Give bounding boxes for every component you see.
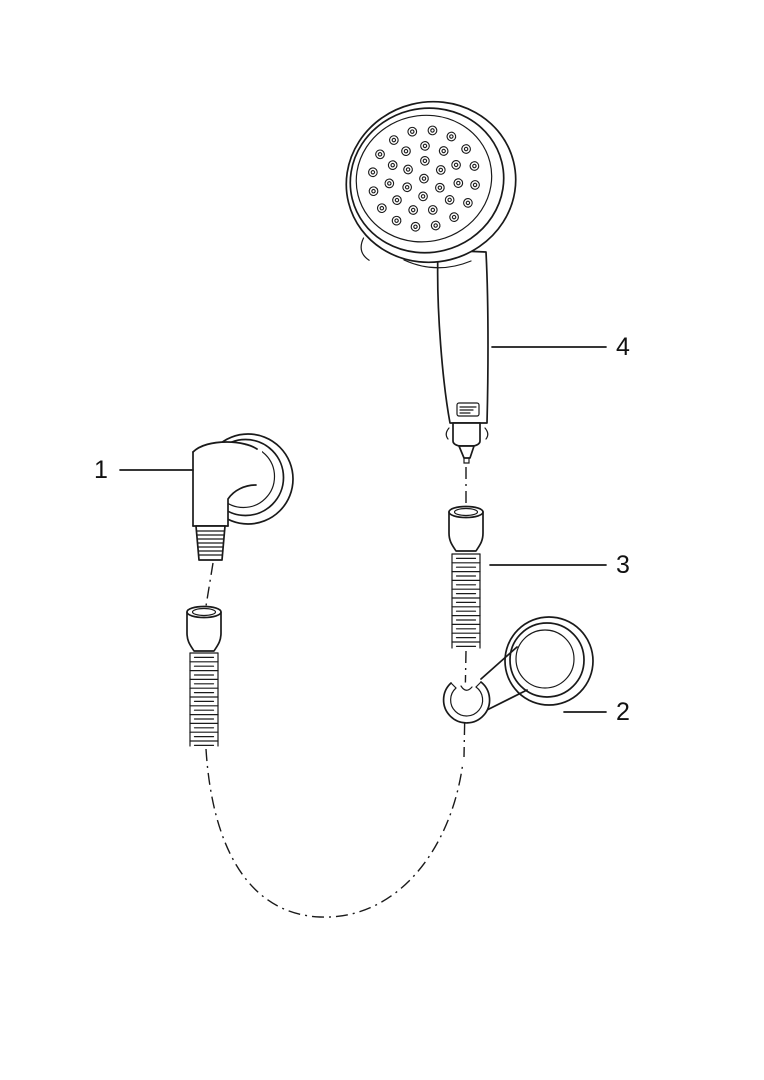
- part-hand-shower: [345, 100, 517, 464]
- hose-corrugation-right: [451, 553, 481, 649]
- assembly-centerlines: [205, 467, 467, 918]
- part-wall-bracket: [442, 616, 594, 724]
- bracket-cup-inner: [450, 686, 484, 717]
- bracket-cup-edge-right: [475, 681, 482, 688]
- callout-3: 3: [489, 551, 630, 579]
- hose-curve: [205, 748, 464, 918]
- bracket-flange-outer: [504, 616, 594, 706]
- bracket-flange-inner: [515, 629, 575, 689]
- nozzle-pattern: [368, 125, 480, 232]
- bracket-cone-top: [480, 646, 518, 680]
- elbow-body-fill: [193, 442, 262, 526]
- hose-corrugation-left: [189, 652, 219, 747]
- head-neck-curve: [403, 259, 472, 269]
- hose-nut-left-bore: [191, 607, 217, 617]
- part-wall-elbow: [192, 433, 294, 561]
- shower-handle: [436, 249, 489, 424]
- callout-1-label: 1: [94, 456, 108, 484]
- head-face-outer: [345, 100, 517, 264]
- handle-clip-left: [445, 427, 450, 440]
- callout-3-label: 3: [616, 551, 630, 579]
- shower-head: [345, 100, 517, 264]
- bracket-cup-edge-left: [450, 682, 457, 689]
- hose-nut-right: [448, 511, 484, 552]
- callout-4: 4: [491, 333, 630, 361]
- head-face-inner: [355, 114, 493, 243]
- elbow-body-inner-edge: [227, 484, 257, 527]
- bracket-cup-latch: [460, 685, 473, 691]
- head-side-button: [360, 237, 370, 261]
- handle-collar: [452, 422, 481, 447]
- handle-outlet-cone: [458, 445, 475, 459]
- callouts: 1 4 3 2: [94, 333, 630, 726]
- head-face-rim: [349, 107, 505, 254]
- handle-outlet-nub: [463, 457, 470, 464]
- handle-clip-right: [484, 427, 489, 440]
- part-hose-shower-end: [448, 505, 484, 649]
- callout-2-label: 2: [616, 698, 630, 726]
- elbow-body-top-edge: [192, 441, 258, 453]
- handle-logo-plate: [456, 402, 480, 417]
- part-hose-elbow-end: [186, 605, 222, 747]
- bracket-cup-outer: [442, 681, 491, 724]
- centerline-elbow-to-hose: [205, 562, 214, 607]
- hose-nut-right-bore: [453, 507, 479, 517]
- callout-4-label: 4: [616, 333, 630, 361]
- bracket-cone-bottom: [486, 689, 528, 711]
- hose-nut-left: [186, 611, 222, 652]
- bracket-flange-rim: [509, 622, 585, 698]
- callout-2: 2: [563, 698, 630, 726]
- elbow-threads: [196, 530, 225, 556]
- callout-1: 1: [94, 456, 194, 484]
